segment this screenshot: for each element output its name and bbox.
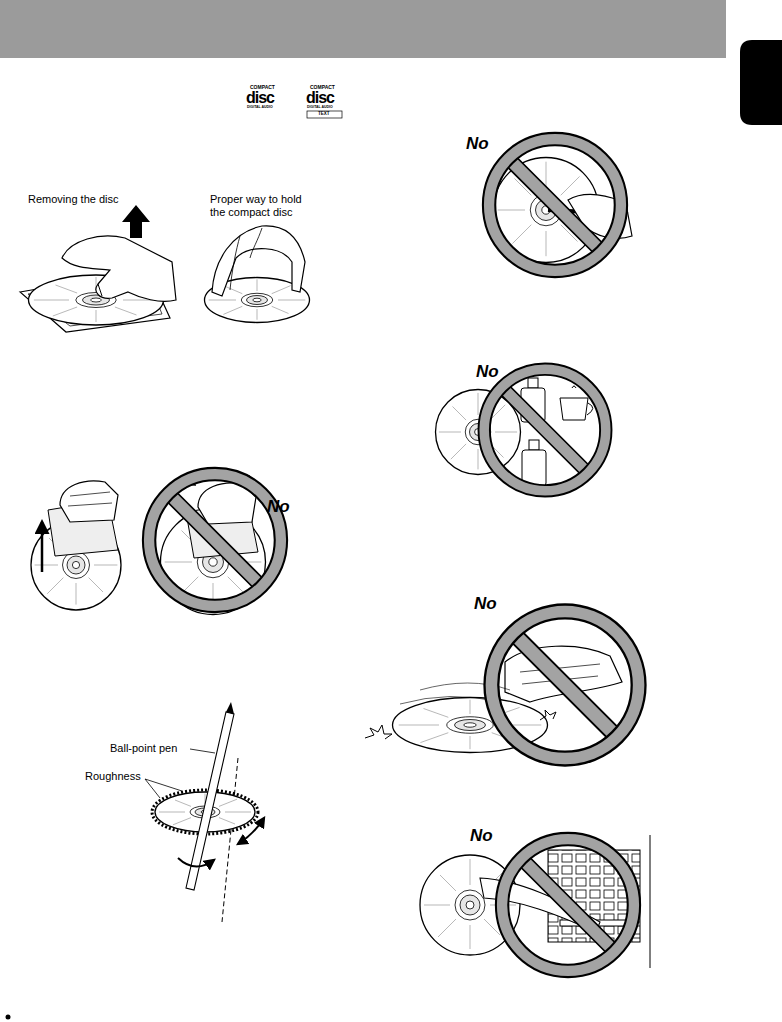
drawing-part [149,474,281,606]
no-solvent-figure [436,369,606,491]
logo-box [307,111,342,118]
drawing-part [145,779,182,791]
wrong-wipe-figure [149,474,281,614]
drawing-part [560,398,588,420]
drawing-part [62,236,176,301]
prohibition-label: No [474,594,497,614]
drawing-part [212,226,305,296]
drawing-part [540,710,556,720]
header-bar [0,0,726,58]
drawing-part [122,205,150,238]
drawing-part [178,858,214,867]
drawing-part [489,139,621,271]
drawing-part [230,228,262,290]
logo-text: disc [246,89,274,107]
drawing-part [529,440,539,450]
drawing-part [190,749,215,753]
prohibition-label: No [470,826,493,846]
prohibition-label: No [267,497,290,517]
drawing-part [98,284,102,296]
drawing-part [41,522,44,572]
bullet [6,1015,11,1020]
drawing-part [238,818,264,844]
figure-caption: Proper way to hold the compact disc [210,193,318,218]
drawing-part [68,492,112,506]
removing-disc-figure [20,205,176,332]
roughness-figure [145,702,264,922]
wipe-figure [31,481,121,610]
drawing-part [60,481,118,522]
drawing-part [222,758,238,922]
drawing-part [528,378,538,388]
drawing-part [587,403,593,415]
holding-disc-figure [205,226,310,323]
drawing-part [491,611,638,758]
drawing-part [502,839,634,971]
prohibition-label: No [466,134,489,154]
drawing-part [226,702,234,714]
logo-text: TEXT [318,112,330,117]
logo-text: DIGITAL AUDIO [247,106,273,110]
prohibition-label: No [476,362,499,382]
drawing-part [484,369,606,491]
part-label: Roughness [85,770,141,783]
part-label: Ball-point pen [110,742,177,755]
no-insert-figure [420,835,650,971]
drawing-part [650,835,651,968]
section-tab [740,40,782,125]
logo-text: DIGITAL AUDIO [307,106,333,110]
no-touch-figure [365,611,639,758]
no-writing-figure [489,139,632,271]
logo-text: disc [306,89,334,107]
drawing-part [365,725,392,739]
figure-caption: Removing the disc [28,193,119,206]
